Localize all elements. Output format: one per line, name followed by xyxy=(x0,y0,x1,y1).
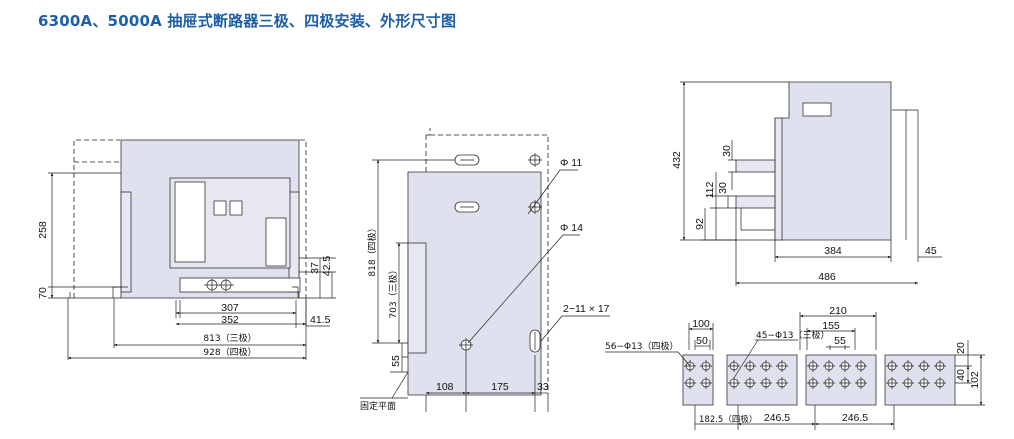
front-window-right xyxy=(265,217,287,267)
terminal-hole-centerline xyxy=(728,377,740,389)
terminal-holes xyxy=(684,360,946,389)
dim-50: 50 xyxy=(696,335,708,347)
dim-352: 352 xyxy=(221,314,239,326)
front-button-b xyxy=(229,200,243,216)
dim-30-b: 30 xyxy=(717,182,729,194)
dim-102: 102 xyxy=(969,371,981,389)
front-handle-bar xyxy=(179,277,301,293)
terminal-hole-centerline xyxy=(934,360,946,372)
dim-20: 20 xyxy=(955,342,967,354)
label-phi11: Φ 11 xyxy=(560,157,582,169)
dim-92: 92 xyxy=(694,218,706,230)
side-view: 432 30 112 30 92 384 45 486 xyxy=(671,81,942,286)
dim-175: 175 xyxy=(491,381,509,393)
terminal-hole-centerline xyxy=(839,377,851,389)
terminal-hole-centerline xyxy=(744,377,756,389)
mount-left-bracket xyxy=(407,242,427,354)
side-terminal-bottom xyxy=(735,195,776,209)
dim-210: 210 xyxy=(829,305,847,317)
terminal-hole-centerline xyxy=(918,377,930,389)
terminal-bar-4 xyxy=(884,354,956,406)
front-window-left xyxy=(174,181,206,263)
label-fixed-plane: 固定平面 xyxy=(360,400,396,412)
dim-108: 108 xyxy=(436,381,454,393)
dim-40: 40 xyxy=(955,369,967,381)
page-title: 6300A、5000A 抽屉式断路器三极、四极安装、外形尺寸图 xyxy=(38,12,457,30)
dim-55-terminal: 55 xyxy=(834,335,846,347)
dim-37: 37 xyxy=(309,262,321,274)
terminal-hole-centerline xyxy=(760,360,772,372)
label-slot: 2−11 × 17 xyxy=(563,303,610,315)
front-view: 258 70 37 42.5 307 352 41.5 813（三极） 928（… xyxy=(37,139,336,360)
label-45-holes: 45−Φ13（三极） xyxy=(756,329,830,341)
terminal-hole-centerline xyxy=(823,377,835,389)
dim-45: 45 xyxy=(925,245,937,257)
terminal-hole-centerline xyxy=(776,360,788,372)
terminal-hole-centerline xyxy=(886,377,898,389)
terminal-hole-centerline xyxy=(728,360,740,372)
dim-818: 818（四极） xyxy=(366,223,378,276)
terminal-hole-centerline xyxy=(700,377,712,389)
dim-258: 258 xyxy=(37,221,49,239)
terminal-hole-centerline xyxy=(902,377,914,389)
dim-41-5: 41.5 xyxy=(310,314,331,326)
dim-486: 486 xyxy=(818,271,836,283)
dim-30-a: 30 xyxy=(721,145,733,157)
label-phi14: Φ 14 xyxy=(560,222,583,234)
dim-703: 703（三极） xyxy=(387,265,399,318)
dim-432: 432 xyxy=(671,151,683,169)
side-terminal-top xyxy=(735,159,776,173)
dim-928: 928（四极） xyxy=(203,346,256,358)
dim-384: 384 xyxy=(824,245,842,257)
terminal-hole-centerline xyxy=(776,377,788,389)
terminal-hole-centerline xyxy=(886,360,898,372)
dim-155: 155 xyxy=(822,320,840,332)
terminal-hole-centerline xyxy=(823,360,835,372)
side-body xyxy=(774,81,892,241)
terminal-hole-centerline xyxy=(855,360,867,372)
dim-813: 813（三极） xyxy=(203,332,256,344)
terminal-hole-centerline xyxy=(934,377,946,389)
terminal-hole-centerline xyxy=(839,360,851,372)
dim-246-5-a: 246.5 xyxy=(764,412,790,424)
mount-plate xyxy=(407,171,542,396)
dim-55: 55 xyxy=(390,355,402,367)
mounting-view: Φ 11 Φ 14 2−11 × 17 818（四极） 703（三极） 55 固… xyxy=(360,128,610,412)
terminal-hole-centerline xyxy=(918,360,930,372)
dim-112: 112 xyxy=(704,181,716,198)
dim-70: 70 xyxy=(37,287,49,299)
side-window xyxy=(802,102,832,117)
dim-100: 100 xyxy=(692,318,710,330)
terminal-hole-centerline xyxy=(684,377,696,389)
terminal-hole-centerline xyxy=(807,360,819,372)
terminal-bar-2 xyxy=(726,354,798,406)
terminal-hole-centerline xyxy=(700,360,712,372)
dim-246-5-b: 246.5 xyxy=(842,412,868,424)
front-button-a xyxy=(213,200,227,216)
terminal-hole-centerline xyxy=(807,377,819,389)
dim-33: 33 xyxy=(537,381,549,393)
terminal-bar-3 xyxy=(805,354,877,406)
terminal-hole-centerline xyxy=(760,377,772,389)
dim-182-5: 182.5（四极） xyxy=(699,414,757,425)
label-56-holes: 56−Φ13（四极） xyxy=(605,340,679,352)
front-right-rail xyxy=(288,191,300,293)
dim-42-5: 42.5 xyxy=(321,256,333,277)
dim-307: 307 xyxy=(221,302,239,314)
terminal-hole-centerline xyxy=(902,360,914,372)
front-left-rail xyxy=(120,191,132,293)
terminal-hole-centerline xyxy=(744,360,756,372)
terminal-hole-centerline xyxy=(855,377,867,389)
terminal-view: 100 50 210 155 55 56−Φ13（四极） 45−Φ13（三极） … xyxy=(605,305,985,430)
front-drawer-outline xyxy=(73,139,307,298)
